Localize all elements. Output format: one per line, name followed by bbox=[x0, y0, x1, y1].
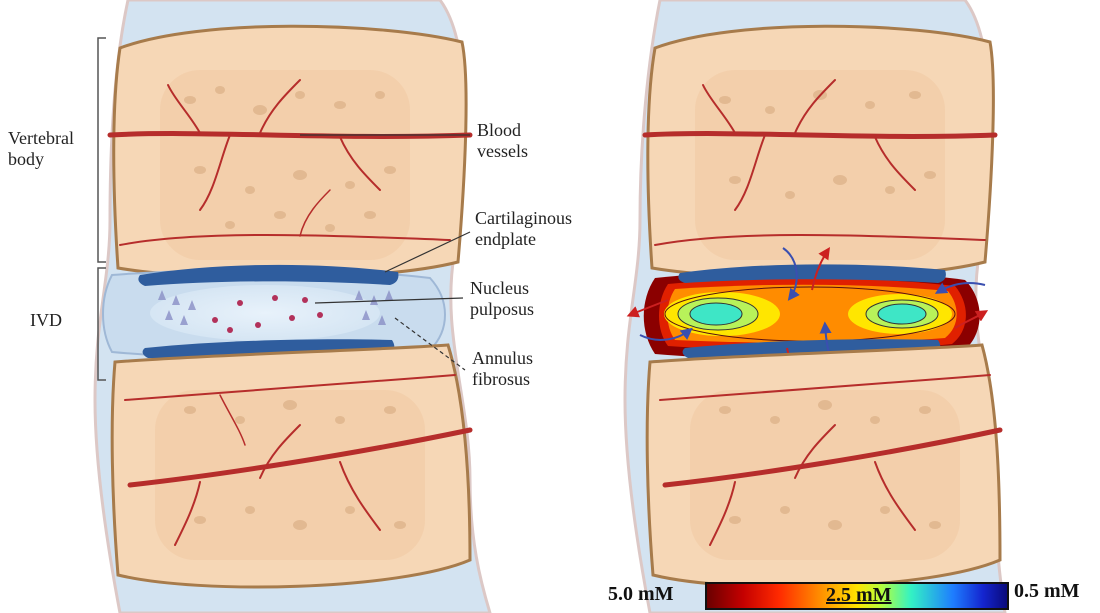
label-nucleus-pulposus: Nucleus pulposus bbox=[470, 278, 534, 320]
label-vertebral-body: Vertebral body bbox=[8, 128, 74, 170]
label-annulus-fibrosus: Annulus fibrosus bbox=[472, 348, 533, 390]
label-blood-vessels: Blood vessels bbox=[477, 120, 528, 162]
nucleus-pulposus-left bbox=[150, 285, 380, 341]
vertebral-body-bracket bbox=[98, 38, 106, 262]
label-ivd: IVD bbox=[30, 310, 62, 331]
label-cartilaginous-endplate: Cartilaginous endplate bbox=[475, 208, 572, 250]
colorbar-right-label: 0.5 mM bbox=[1014, 580, 1080, 603]
left-spine bbox=[95, 0, 490, 613]
intervertebral-disc-left bbox=[103, 265, 445, 359]
colorbar-mid-label: 2.5 mM bbox=[826, 584, 892, 607]
right-spine bbox=[625, 0, 1005, 613]
colorbar-left-label: 5.0 mM bbox=[608, 583, 674, 606]
concentration-disc bbox=[644, 264, 980, 359]
